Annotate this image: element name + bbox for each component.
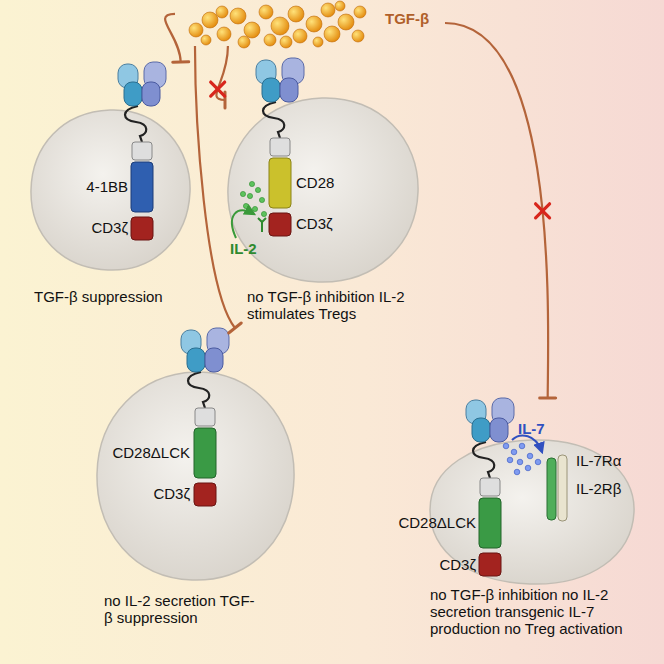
- tgf-beta-particle: [338, 14, 354, 30]
- il2-autocrine: [232, 181, 267, 238]
- inhibition-bar: [229, 323, 242, 333]
- inhibition-bar: [173, 60, 189, 63]
- il7-autocrine: [503, 436, 567, 521]
- tgf-beta-particle: [306, 16, 322, 32]
- domain-label: CD3ζ: [296, 215, 356, 232]
- tgf-beta-particle: [244, 22, 260, 38]
- tgf-beta-particle: [216, 6, 228, 18]
- tgf-beta-particle: [324, 26, 340, 42]
- blocked-cross: [536, 204, 550, 218]
- cell-body: [31, 98, 634, 584]
- blocked-cross: [536, 204, 550, 218]
- inhibition-line: [195, 46, 235, 328]
- tgf-beta-particle: [264, 34, 276, 46]
- inhibition-line: [445, 23, 548, 398]
- tgf-beta-particle: [230, 8, 246, 24]
- blocked-cross: [211, 82, 225, 96]
- car-t-cell: IL-2 CD28CD3ζ no TGF-β inhibition IL-2 sti…: [225, 58, 425, 338]
- receptor-label: IL-7Rα: [576, 452, 638, 469]
- receptor-label: IL-2Rβ: [576, 480, 638, 497]
- tgf-beta-particle: [217, 27, 231, 41]
- tgf-beta-particle: [202, 12, 218, 28]
- cell-caption: TGF-β suppression: [34, 288, 192, 305]
- blocked-cross: [211, 82, 225, 96]
- tgf-beta-source: TGF-β: [175, 0, 445, 46]
- domain-label: CD28: [296, 174, 356, 191]
- car-t-cell: CD28ΔLCK CD3ζ no IL-2 secretion TGF-β supp…: [92, 328, 307, 633]
- domain-label: CD3ζ: [92, 485, 190, 502]
- blocked-cross: [536, 204, 550, 218]
- domain-label: 4-1BB: [38, 178, 128, 195]
- tgf-beta-particle: [321, 3, 335, 17]
- tgf-beta-particle: [293, 29, 307, 43]
- domain-label: CD28ΔLCK: [380, 514, 476, 531]
- car-receptor: [256, 58, 304, 236]
- car-receptor: [118, 62, 166, 240]
- tgf-beta-particle: [335, 1, 345, 11]
- tgf-beta-particles: [189, 1, 366, 48]
- domain-label: CD28ΔLCK: [92, 444, 190, 461]
- tgf-beta-particle: [189, 23, 203, 37]
- cell-caption: no IL-2 secretion TGF-β suppression: [104, 592, 259, 626]
- cell-caption: no TGF-β inhibition no IL-2 secretion tr…: [430, 586, 635, 637]
- ligand-label: TGF-β: [385, 10, 443, 27]
- tgf-beta-particle: [271, 17, 289, 35]
- car-t-cell: IL-7IL-7RαIL-2RβCD28ΔLCK CD3ζ no TGF-β inh…: [380, 398, 642, 658]
- tgf-beta-particle: [238, 36, 250, 48]
- car-receptor: [181, 328, 229, 506]
- tgf-beta-particle: [259, 5, 273, 19]
- inhibition-bar: [540, 396, 556, 399]
- inhibition-line: [165, 14, 181, 62]
- cell-caption: no TGF-β inhibition IL-2 stimulates Treg…: [247, 288, 419, 322]
- tgf-beta-particle: [354, 6, 366, 18]
- cytokine-label: IL-7: [518, 420, 552, 437]
- blocked-cross: [211, 82, 225, 96]
- domain-label: CD3ζ: [380, 556, 476, 573]
- tgf-beta-particle: [201, 35, 211, 45]
- tgf-beta-particle: [352, 30, 364, 42]
- tgf-beta-particle: [313, 37, 323, 47]
- cytokine-label: IL-2: [230, 240, 264, 257]
- car-t-cell: 4-1BB CD3ζTGF-β suppression: [28, 62, 194, 317]
- tgf-beta-particle: [288, 6, 304, 22]
- tgf-beta-particle: [280, 36, 292, 48]
- domain-label: CD3ζ: [38, 219, 128, 236]
- car-receptor: [466, 398, 514, 576]
